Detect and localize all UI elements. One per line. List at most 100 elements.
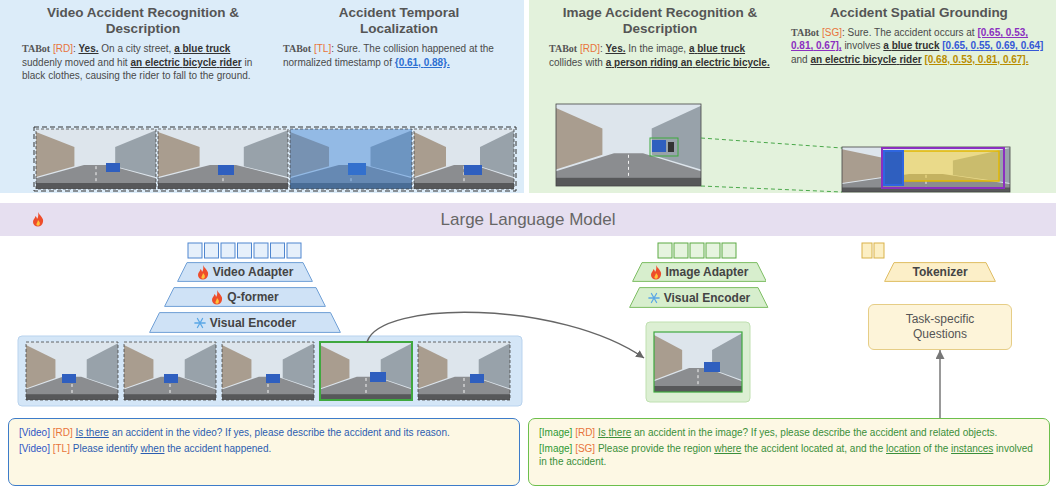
text-run <box>964 27 967 38</box>
text-run <box>696 427 699 438</box>
sky <box>290 129 412 189</box>
frame-border <box>418 342 510 400</box>
text-run <box>190 427 193 438</box>
trapezoid-outline <box>165 288 326 307</box>
text-run: at, <box>836 443 847 454</box>
text-run: in <box>244 57 252 68</box>
text-run: the <box>480 43 494 54</box>
text-run: 0.55, <box>971 40 993 51</box>
response-text: TABot [SG]: Sure. The accident occurs at… <box>791 26 1047 66</box>
strip-border <box>34 127 516 191</box>
text-run: If <box>751 427 757 438</box>
text-run <box>50 427 53 438</box>
text-run <box>647 57 650 68</box>
text-run <box>332 57 335 68</box>
snowflake-arm <box>651 293 656 302</box>
text-run <box>142 57 145 68</box>
sky <box>124 342 216 400</box>
vehicle <box>370 372 386 382</box>
text-run <box>653 43 656 54</box>
text-run <box>603 57 606 68</box>
module-label: Tokenizer <box>912 265 967 279</box>
lane-mark <box>628 155 629 178</box>
flame <box>33 212 43 227</box>
accident-box <box>882 148 1004 188</box>
text-run <box>99 43 102 54</box>
text-run <box>692 57 695 68</box>
text-run: the <box>176 427 190 438</box>
text-run <box>171 43 174 54</box>
panel-background <box>0 0 524 193</box>
text-run: accident <box>894 27 931 38</box>
module-label: Visual Encoder <box>210 316 296 330</box>
dashboard <box>654 386 742 392</box>
frame-border <box>26 342 118 400</box>
text-run <box>948 443 951 454</box>
frame-border <box>654 332 742 392</box>
text-run <box>76 43 79 54</box>
text-run: and <box>384 427 401 438</box>
text-run: at <box>966 27 974 38</box>
text-run <box>860 54 863 65</box>
text-run <box>611 57 614 68</box>
text-run: blue <box>697 43 718 54</box>
text-run <box>221 443 224 454</box>
text-run: image, <box>656 43 686 54</box>
text-run: the <box>200 70 214 81</box>
trainable-flame-icon <box>197 264 209 280</box>
text-run: electric <box>145 57 180 68</box>
text-run: rider <box>899 54 921 65</box>
text-run: please <box>255 427 284 438</box>
text-run: location <box>886 443 920 454</box>
video-token <box>188 243 202 258</box>
text-run <box>883 443 886 454</box>
text-run: Please <box>73 443 104 454</box>
sky <box>418 342 510 400</box>
text-run: when <box>141 443 165 454</box>
module-trapezoid: Visual Encoder <box>629 287 768 308</box>
text-run: [TL] <box>314 43 331 54</box>
street-frame <box>290 129 412 189</box>
text-run <box>381 57 384 68</box>
text-run <box>45 70 48 81</box>
text-run <box>939 40 942 51</box>
text-run <box>712 427 715 438</box>
text-run: its <box>404 427 414 438</box>
text-run <box>741 443 744 454</box>
text-run <box>284 427 287 438</box>
text-run <box>975 27 978 38</box>
text-run <box>867 443 870 454</box>
text-run <box>833 443 836 454</box>
text-run <box>889 40 892 51</box>
flame-core <box>654 273 658 279</box>
text-run: the <box>327 427 341 438</box>
vehicle <box>106 163 120 172</box>
text-run: describe <box>287 427 325 438</box>
result-panel: Image Accident Recognition & Description… <box>529 0 1056 193</box>
text-run: truck <box>721 43 745 54</box>
text-run <box>808 54 811 65</box>
text-run: collides <box>549 57 582 68</box>
text-run <box>606 427 609 438</box>
response-text: TABot [RD]: Yes. In the image, a blue tr… <box>549 42 771 69</box>
text-run: the <box>744 443 758 454</box>
text-run: truck <box>206 43 230 54</box>
module-trapezoid: Image Adapter <box>632 262 767 282</box>
text-run <box>361 43 364 54</box>
road <box>320 377 412 400</box>
text-run <box>603 43 606 54</box>
text-run <box>685 427 688 438</box>
text-run: collision <box>383 43 419 54</box>
text-run <box>664 443 667 454</box>
dashboard <box>158 183 288 189</box>
trapezoid-outline <box>632 263 766 282</box>
text-run <box>730 57 733 68</box>
text-run <box>83 70 86 81</box>
text-run <box>197 70 200 81</box>
road <box>418 377 510 400</box>
text-run: [TL] <box>53 443 70 454</box>
text-run <box>563 456 566 467</box>
text-run <box>95 57 98 68</box>
text-run: 0.67], <box>816 40 842 51</box>
